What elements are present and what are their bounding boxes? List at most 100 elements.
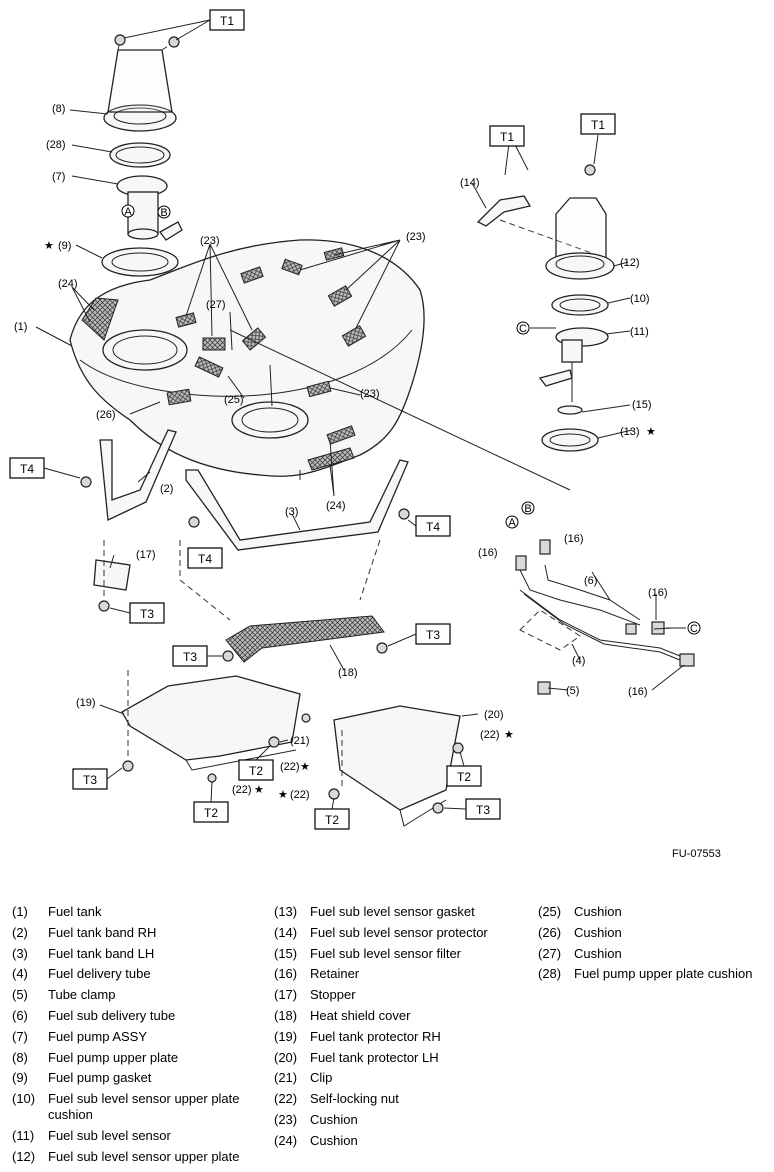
svg-text:(22): (22) <box>290 789 310 801</box>
legend-text: Clip <box>310 1070 333 1086</box>
legend-number: (26) <box>538 924 562 940</box>
legend-text: Fuel sub delivery tube <box>48 1008 176 1023</box>
diagram-code: FU-07553 <box>672 848 721 860</box>
legend-text: Fuel pump upper plate cushion <box>574 966 753 982</box>
legend-text: Retainer <box>310 966 360 982</box>
legend-number: (14) <box>274 924 298 940</box>
legend-number: (5) <box>12 987 28 1003</box>
torque-box-t1-plate: T1 <box>580 113 616 135</box>
legend-number: (15) <box>274 945 298 961</box>
torque-box-t3-rh: T3 <box>72 767 123 790</box>
heat-shield-cover <box>225 615 385 663</box>
svg-text:(21): (21) <box>290 735 310 747</box>
svg-text:(28): (28) <box>46 139 66 151</box>
legend-number: (6) <box>12 1008 28 1023</box>
svg-text:(10): (10) <box>630 293 650 305</box>
legend-text: Fuel sub level sensor protector <box>310 924 488 940</box>
svg-text:T3: T3 <box>183 650 197 664</box>
svg-text:(27): (27) <box>206 299 226 311</box>
legend-text: Fuel tank protector LH <box>310 1049 439 1065</box>
torque-box-t2-b: T2 <box>193 781 229 823</box>
stopper <box>93 559 131 591</box>
svg-text:(1): (1) <box>14 321 27 333</box>
legend-text: Fuel pump ASSY <box>48 1028 147 1044</box>
legend-text: Fuel tank band RH <box>48 924 157 940</box>
svg-text:A: A <box>124 206 132 218</box>
legend-text: Fuel sub level sensor upper plate <box>48 1149 240 1164</box>
svg-text:(4): (4) <box>572 655 585 667</box>
svg-text:T3: T3 <box>83 773 97 787</box>
svg-text:(22): (22) <box>232 784 252 796</box>
svg-text:(13): (13) <box>620 426 640 438</box>
legend-number: (20) <box>274 1049 298 1065</box>
legend-number: (12) <box>12 1149 36 1164</box>
legend-number: (4) <box>12 966 28 982</box>
legend-text: Cushion <box>574 904 622 919</box>
svg-text:(24): (24) <box>326 500 346 512</box>
fuel-pump-upper-plate <box>103 34 180 132</box>
svg-text:(6): (6) <box>584 575 597 587</box>
legend-text: Fuel sub level sensor gasket <box>310 904 475 919</box>
fuel-tank-protector-lh <box>333 705 461 811</box>
fuel-tank-protector-rh <box>121 675 301 761</box>
legend-number: (27) <box>538 945 562 961</box>
torque-box-t4-mid: T4 <box>187 547 223 569</box>
legend-text: Fuel sub level sensor <box>48 1128 171 1144</box>
svg-text:(14): (14) <box>460 177 480 189</box>
exploded-diagram: T1 T1 T1 T4 T4 T4 T3 T3 T3 T3 <box>9 9 701 830</box>
star-marks: ★ ★ ★ ★ ★ ★ <box>44 240 656 801</box>
legend-number: (22) <box>274 1091 298 1107</box>
legend-number: (9) <box>12 1070 28 1086</box>
legend-number: (28) <box>538 966 562 982</box>
legend-number: (10) <box>12 1091 36 1107</box>
leader-lines <box>35 109 685 743</box>
legend-text: Fuel pump gasket <box>48 1070 152 1086</box>
cushion-24 <box>81 297 119 341</box>
star-icon: ★ <box>504 729 514 741</box>
legend-number: (25) <box>538 904 562 919</box>
svg-text:(15): (15) <box>632 399 652 411</box>
svg-text:B: B <box>160 207 167 219</box>
legend-text: Cushion <box>310 1112 358 1127</box>
svg-text:(2): (2) <box>160 483 173 495</box>
svg-text:(23): (23) <box>360 388 380 400</box>
legend-text: Self-locking nut <box>310 1091 399 1107</box>
svg-text:(17): (17) <box>136 549 156 561</box>
torque-box-t3-shield-right: T3 <box>387 623 451 647</box>
svg-text:T2: T2 <box>457 770 471 784</box>
legend-text: Fuel tank <box>48 904 102 919</box>
star-icon: ★ <box>300 761 310 773</box>
legend-number: (18) <box>274 1008 298 1023</box>
svg-text:T1: T1 <box>500 130 514 144</box>
svg-text:(16): (16) <box>648 587 668 599</box>
svg-text:(11): (11) <box>630 326 649 338</box>
legend-text: Fuel sub level sensor filter <box>310 945 462 961</box>
diagram-canvas: T1 T1 T1 T4 T4 T4 T3 T3 T3 T3 <box>9 9 701 830</box>
svg-text:(20): (20) <box>484 709 504 721</box>
legend-text: Fuel pump upper plate <box>48 1049 179 1065</box>
svg-text:(5): (5) <box>566 685 579 697</box>
svg-text:T3: T3 <box>476 803 490 817</box>
legend-text: Heat shield cover <box>310 1008 411 1023</box>
svg-text:T4: T4 <box>198 552 212 566</box>
torque-box-t4-right: T4 <box>407 515 451 537</box>
svg-text:T2: T2 <box>204 806 218 820</box>
svg-text:(16): (16) <box>564 533 584 545</box>
legend-number: (17) <box>274 987 298 1003</box>
legend-text: Fuel tank protector RH <box>310 1028 441 1044</box>
legend-text: Cushion <box>310 1132 358 1148</box>
legend-number: (19) <box>274 1028 298 1044</box>
torque-box-t3-stopper: T3 <box>109 602 165 624</box>
fuel-sub-level-sensor-group <box>476 164 615 452</box>
svg-text:(16): (16) <box>478 547 498 559</box>
svg-text:(8): (8) <box>52 103 65 115</box>
legend-number: (23) <box>274 1112 298 1127</box>
star-icon: ★ <box>646 426 656 438</box>
fuel-tank-band-rh <box>99 429 177 521</box>
svg-text:T1: T1 <box>220 14 234 28</box>
legend-number: (2) <box>12 924 28 940</box>
legend-text: Fuel tank band LH <box>48 945 155 961</box>
legend-text: Fuel sub level sensor upper plate cushio… <box>48 1091 240 1123</box>
fuel-pump-assy <box>116 175 183 241</box>
svg-text:(9): (9) <box>58 240 71 252</box>
